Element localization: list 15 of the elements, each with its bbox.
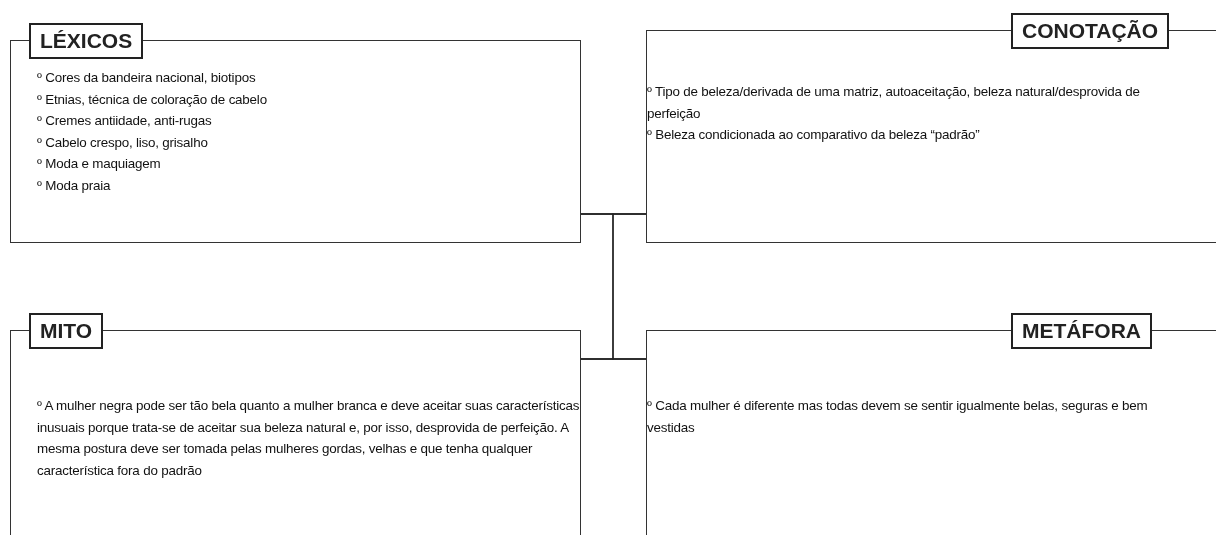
bullet-item: º Cabelo crespo, liso, grisalho (37, 133, 209, 152)
panel-heading: LÉXICOS (29, 23, 144, 59)
bullet-item: º Cada mulher é diferente mas todas devem se sentir igualmente belas, seguras e bem vestidas (647, 397, 1149, 437)
bullet-item: º Etnias, técnica de coloração de cabelo (37, 90, 268, 109)
connector-line (580, 213, 614, 360)
bullet-item: º A mulher negra pode ser tão bela quanto a mulher branca e deve aceitar suas características inusuais porque trata-se de aceitar sua beleza natural e, por isso, desprovida de perfeição. A mesma postura deve ser tomada pelas mulheres gordas, velhas e que tenha qualquer característica fora do padrão (37, 397, 581, 480)
panel-heading: METÁFORA (1011, 313, 1152, 349)
bullet-item: º Cores da bandeira nacional, biotipos (37, 69, 257, 87)
panel-heading: CONOTAÇÃO (1011, 13, 1170, 49)
panel-heading: MITO (29, 313, 104, 349)
bullet-item: º Moda e maquiagem (37, 155, 162, 173)
connector-line (612, 213, 647, 360)
bullet-item: º Beleza condicionada ao comparativo da beleza “padrão” (647, 126, 981, 144)
bullet-item: º Moda praia (37, 176, 112, 195)
bullet-item: º Cremes antiidade, anti-rugas (37, 112, 213, 130)
